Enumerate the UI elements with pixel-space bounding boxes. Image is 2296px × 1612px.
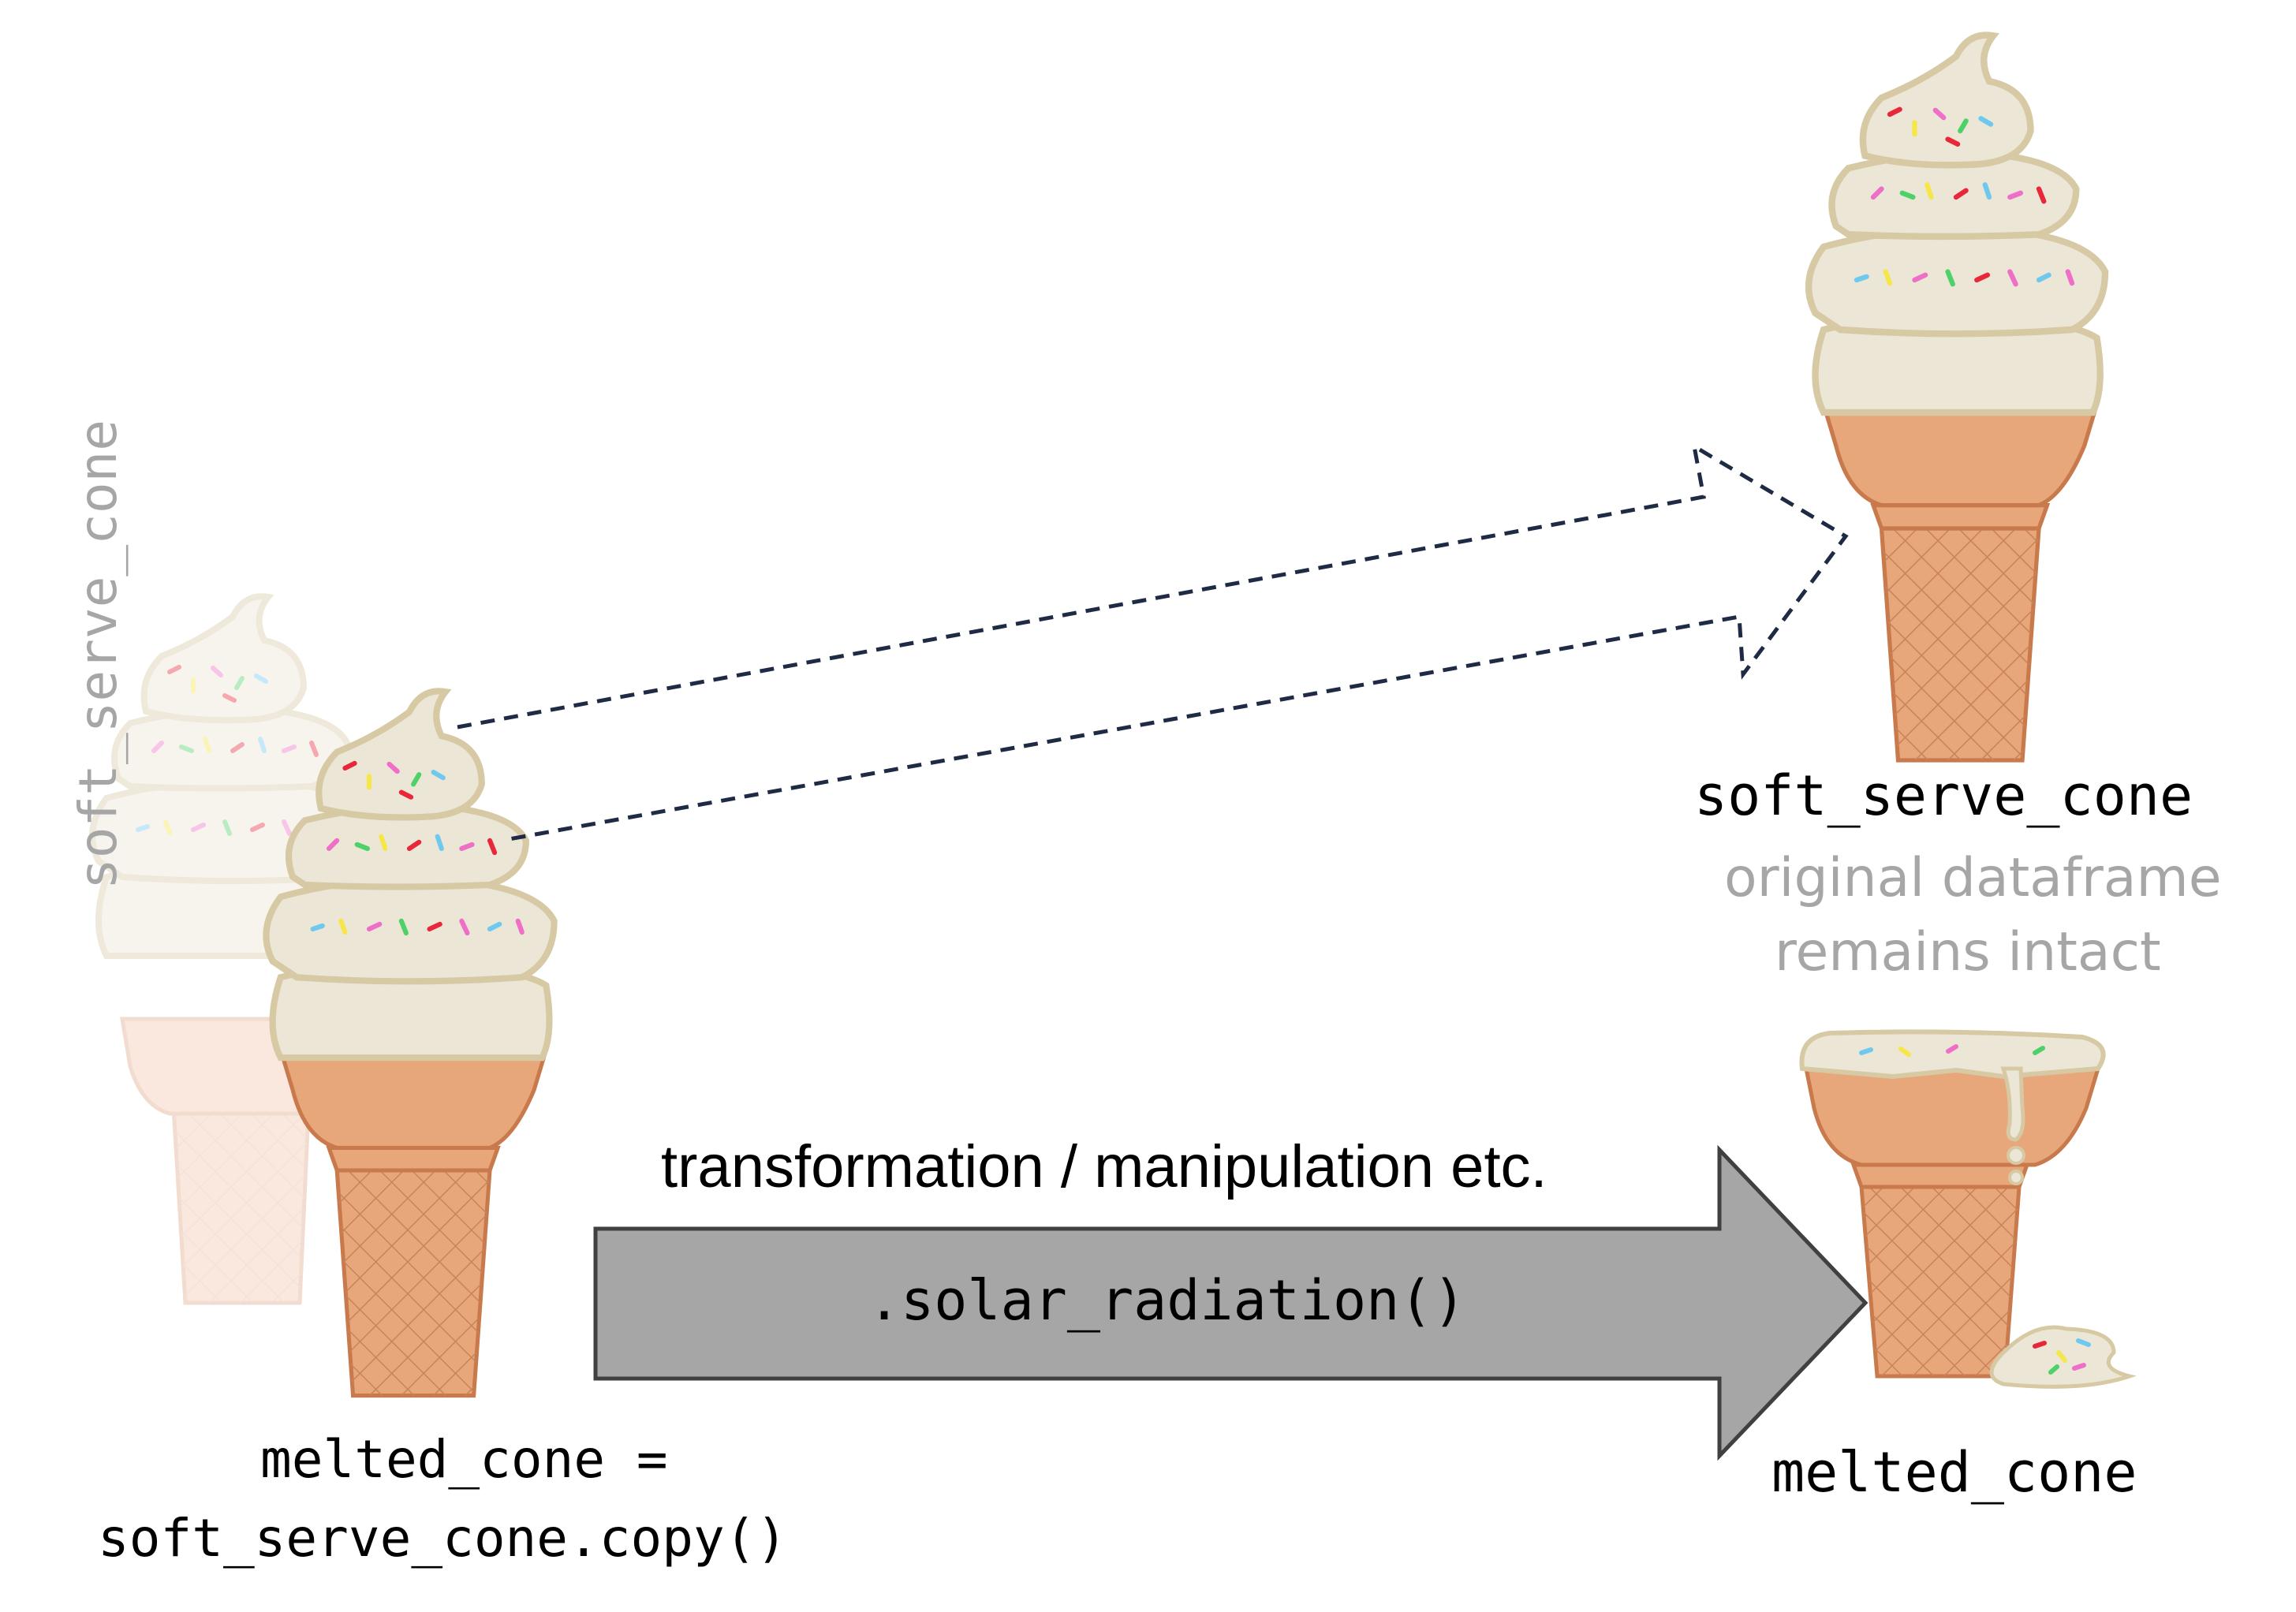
original-caption-line2: remains intact <box>1775 921 2161 983</box>
melted-cone-icon <box>1799 1029 2137 1389</box>
copy-statement-line1: melted_cone = <box>260 1429 668 1490</box>
ghost-cone-label: soft_serve_cone <box>68 419 129 890</box>
melted-cone-label: melted_cone <box>1771 1440 2137 1505</box>
transformation-arrow <box>593 1144 1869 1461</box>
soft-serve-cone-icon <box>1809 35 2105 760</box>
method-call-label: .solar_radiation() <box>868 1268 1466 1333</box>
reference-arrow <box>457 442 1849 842</box>
original-caption-line1: original dataframe <box>1724 847 2222 909</box>
original-cone-label: soft_serve_cone <box>1694 763 2193 828</box>
copy-statement-line2: soft_serve_cone.copy() <box>98 1508 788 1569</box>
transformation-caption: transformation / manipulation etc. <box>661 1133 1547 1200</box>
